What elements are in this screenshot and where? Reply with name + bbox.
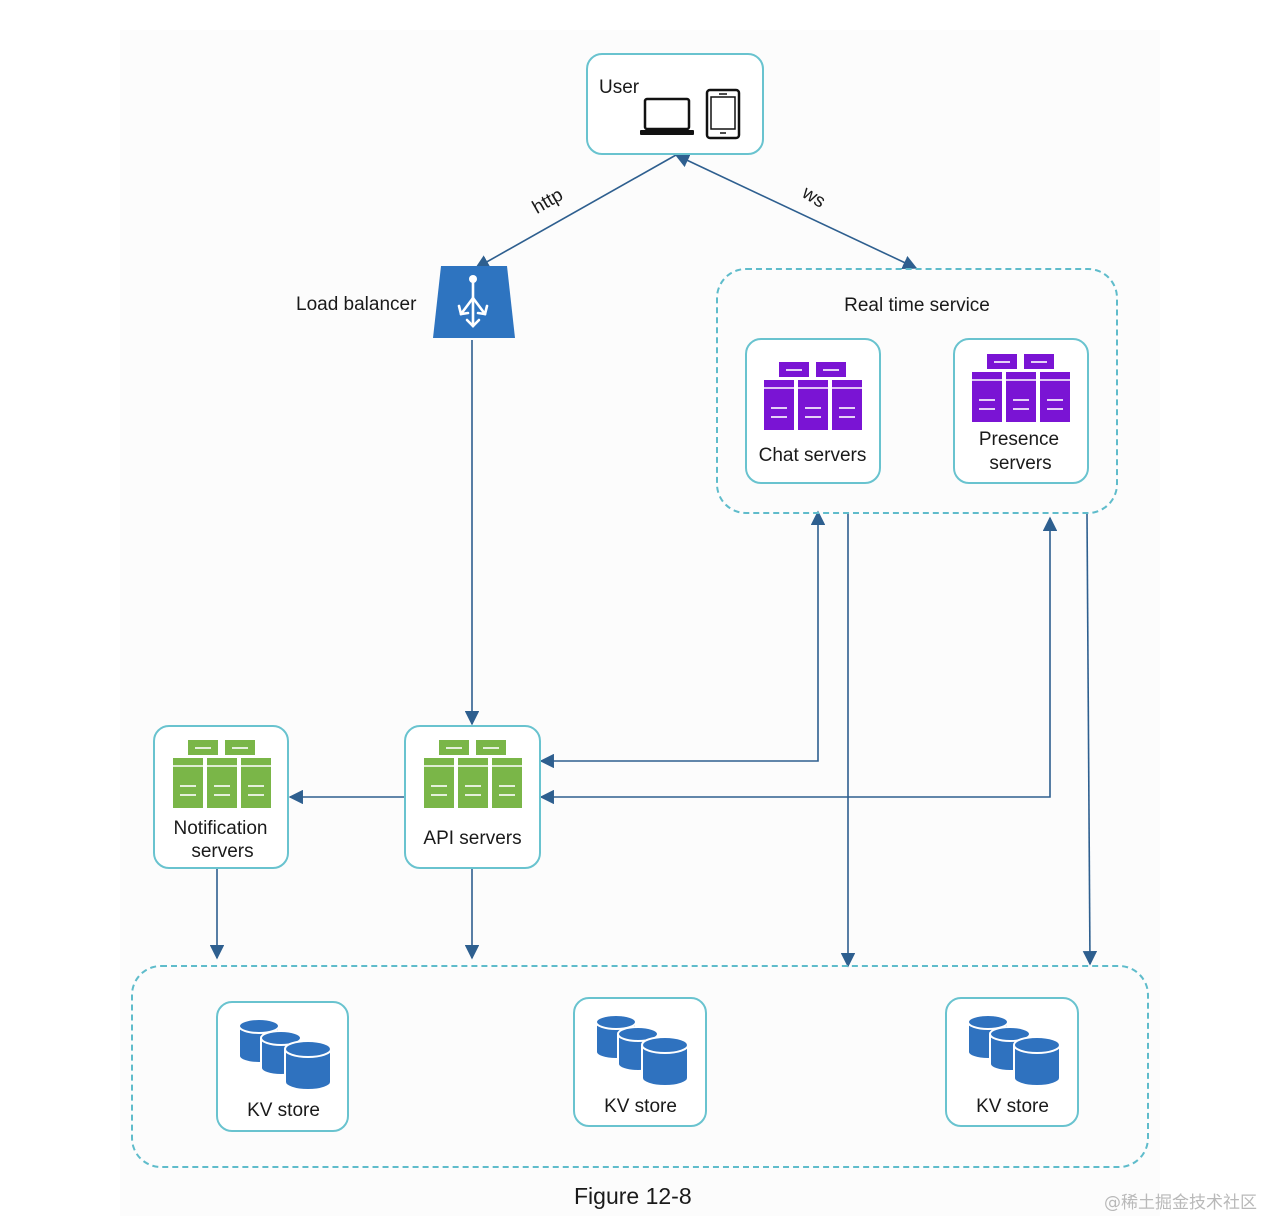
database-icon [238,1018,332,1091]
laptop-icon [640,97,694,135]
user-label: User [599,77,640,98]
kv-store-node-3: KV store [945,997,1079,1127]
notification-servers-label-line1: Notification [173,818,268,839]
chat-servers-node: Chat servers [745,338,881,484]
notification-servers-label-line2: servers [191,841,254,862]
http-edge [474,154,677,269]
presence-servers-label-line1: Presence [978,429,1060,450]
presence-to-kv-edge [1082,513,1098,966]
api-servers-label: API servers [423,828,522,849]
user-node: User [586,53,764,155]
kv-store-node-1: KV store [216,1001,349,1132]
figure-caption: Figure 12-8 [574,1183,692,1209]
api-servers-node: API servers [404,725,541,869]
watermark: @稀土掘金技术社区 [1104,1193,1257,1213]
purple-server-rack-icon [972,354,1070,422]
tablet-icon [705,88,741,140]
kv-store-label: KV store [976,1096,1049,1117]
load-balancer-icon [433,266,515,338]
kv-store-node-2: KV store [573,997,707,1127]
presence-servers-label-line2: servers [989,453,1052,474]
database-icon [595,1014,689,1087]
green-server-rack-icon [173,740,271,808]
kv-storage-group [131,965,1149,1168]
database-icon [967,1014,1061,1087]
api-to-presence-edge [539,516,1058,805]
load-balancer-label: Load balancer [296,294,417,315]
chat-servers-label: Chat servers [758,445,867,466]
kv-store-label: KV store [604,1096,677,1117]
ws-edge [674,154,918,269]
real-time-service-group: Real time service [716,268,1118,514]
api-to-chat-edge [539,510,826,769]
purple-server-rack-icon [764,362,862,430]
presence-servers-node: Presence servers [953,338,1089,484]
real-time-service-title: Real time service [844,295,990,316]
notification-servers-node: Notification servers [153,725,289,869]
kv-store-label: KV store [247,1100,320,1121]
green-server-rack-icon [424,740,522,808]
